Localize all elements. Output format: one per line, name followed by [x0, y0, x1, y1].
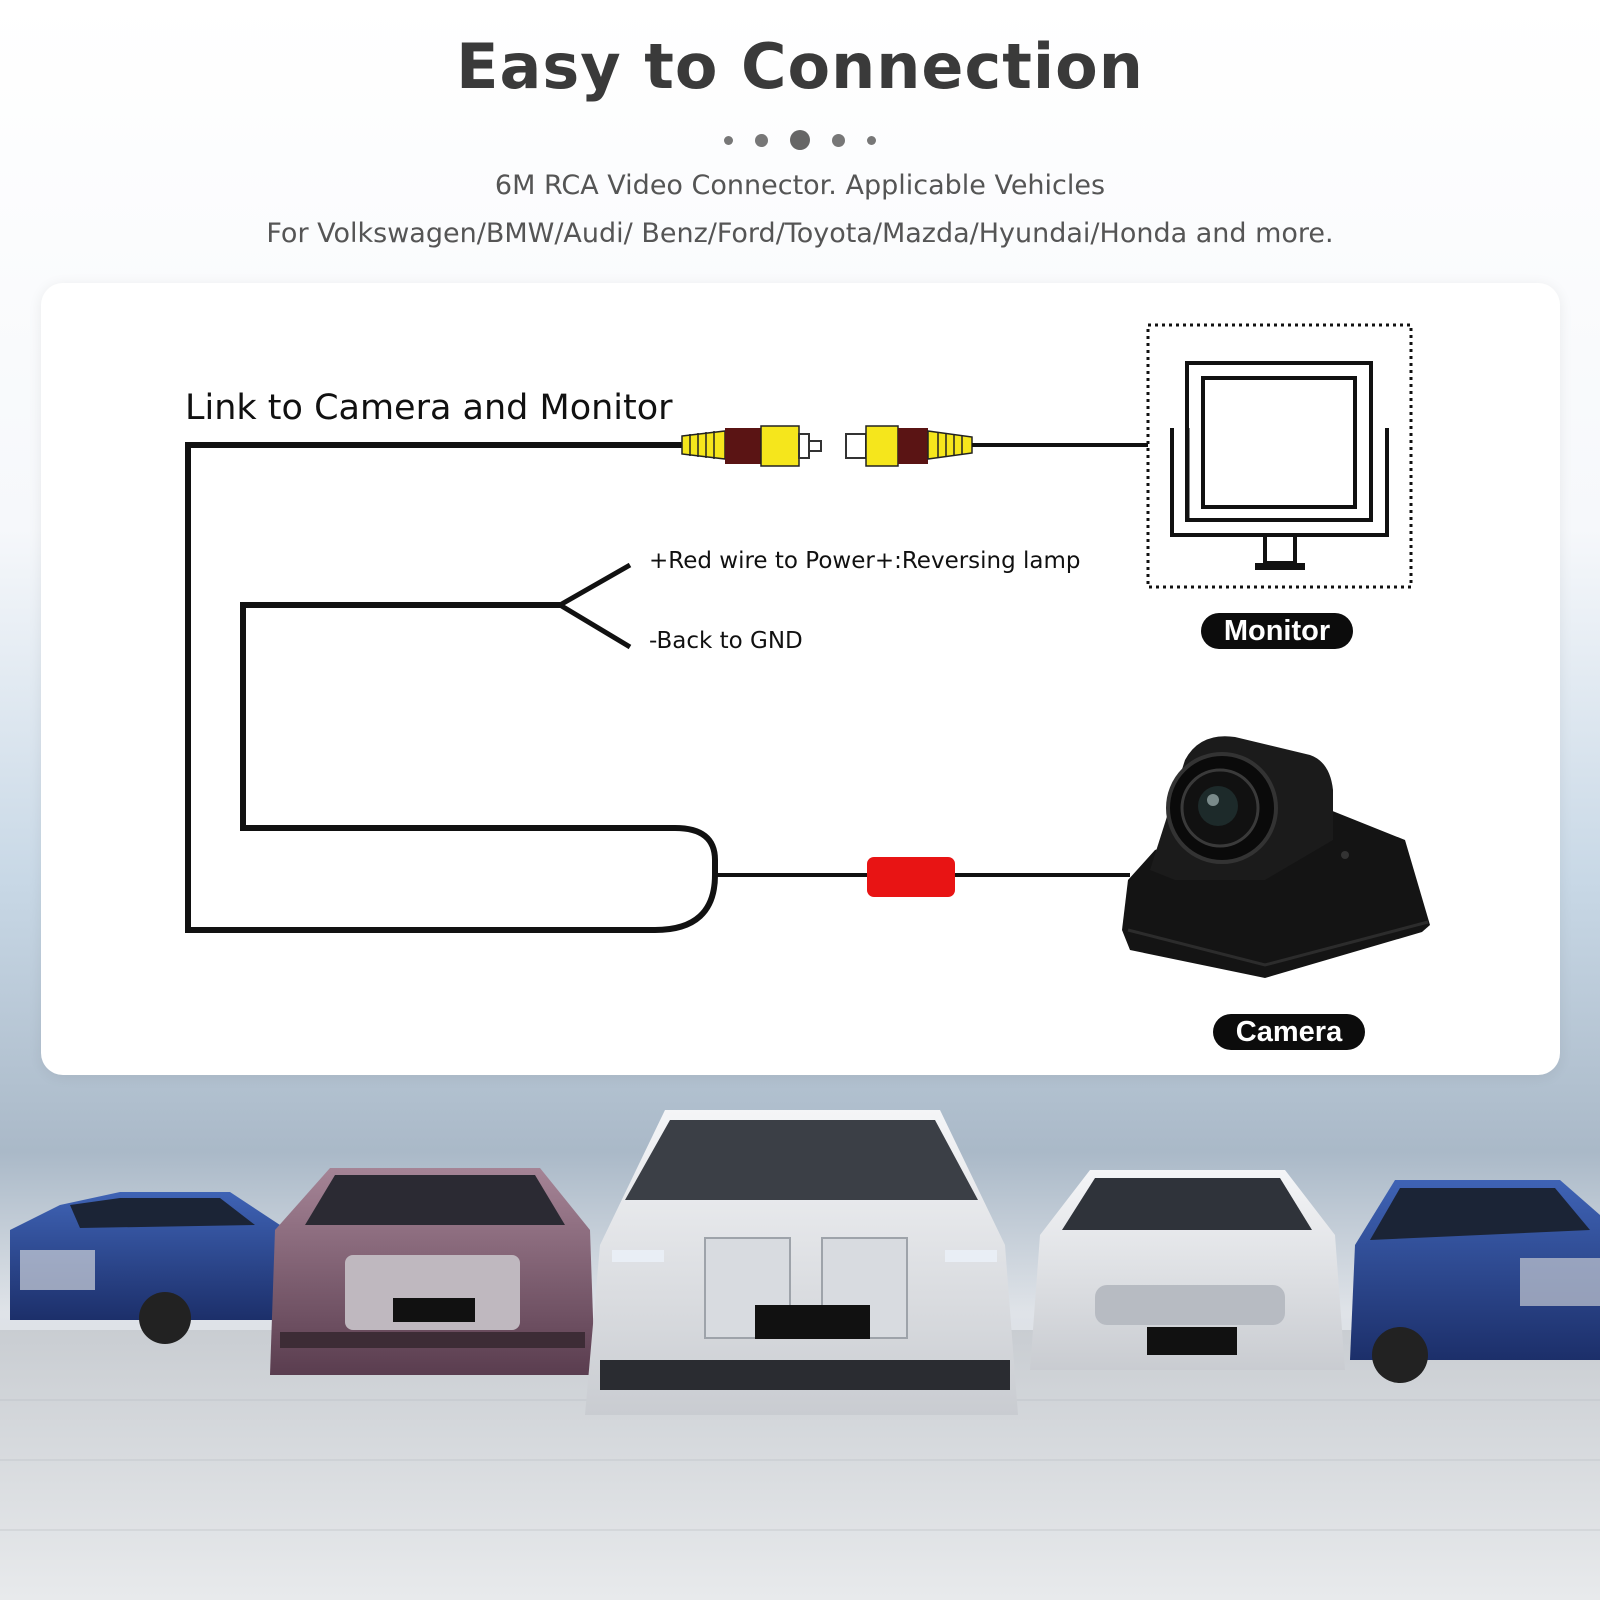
- video-cable: [185, 442, 718, 933]
- power-split: [558, 562, 632, 650]
- monitor-icon: [1146, 323, 1413, 589]
- dot: [755, 133, 768, 147]
- ground-label: -Back to GND: [649, 628, 803, 654]
- power-connector: [867, 857, 955, 897]
- plum-sedan: [270, 1168, 595, 1375]
- power-cable: [240, 602, 718, 861]
- blue-suv-left: [10, 1192, 285, 1344]
- white-coupe: [1030, 1170, 1345, 1370]
- blue-suv-right: [1350, 1180, 1600, 1383]
- monitor-label: Monitor: [1201, 613, 1353, 649]
- rca-male-plug: [681, 425, 822, 467]
- carousel-dots: [0, 128, 1600, 152]
- dot: [724, 135, 733, 145]
- page-title: Easy to Connection: [456, 30, 1144, 103]
- subtitle-line-1: 6M RCA Video Connector. Applicable Vehic…: [494, 170, 1106, 201]
- dot: [867, 135, 876, 145]
- white-suv-center: [585, 1110, 1018, 1415]
- camera-icon: [1122, 736, 1430, 978]
- dot: [832, 133, 845, 147]
- red-wire-label: +Red wire to Power+:Reversing lamp: [649, 548, 1081, 574]
- link-label: Link to Camera and Monitor: [185, 388, 673, 428]
- dot-active: [790, 130, 810, 150]
- subtitle-line-2: For Volkswagen/BMW/Audi/ Benz/Ford/Toyot…: [266, 218, 1334, 249]
- rca-female-jack: [845, 425, 1148, 467]
- camera-label: Camera: [1213, 1014, 1365, 1050]
